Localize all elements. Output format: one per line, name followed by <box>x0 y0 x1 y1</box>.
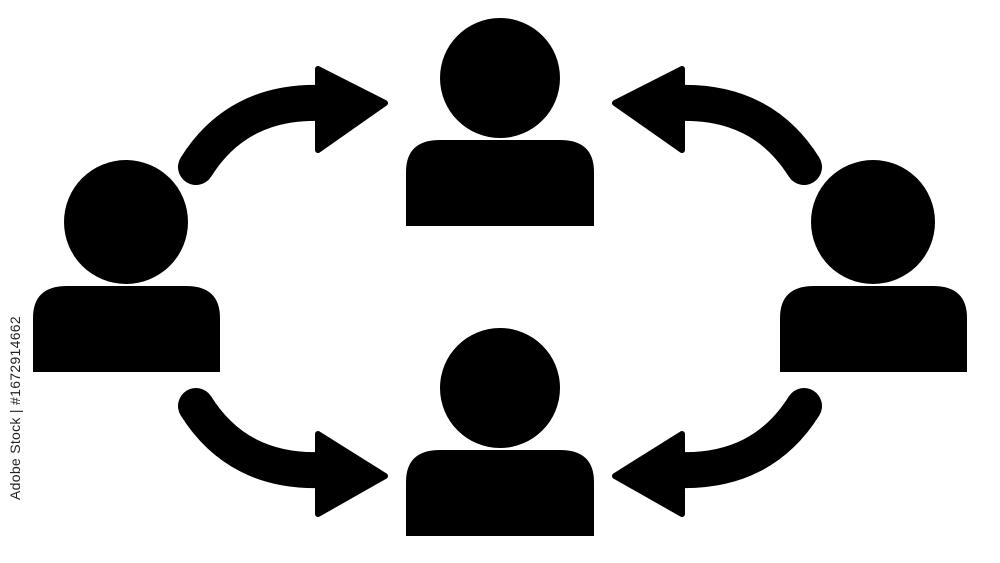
person-right-icon <box>780 160 967 372</box>
curved-arrow-left-to-top-icon <box>178 66 388 185</box>
curved-arrow-left-to-bottom-icon <box>178 388 388 517</box>
curved-arrow-right-to-top-icon <box>612 66 822 185</box>
person-bottom-icon <box>406 328 594 536</box>
person-top-icon <box>406 18 594 226</box>
person-left-icon <box>33 160 220 372</box>
stock-id-text: Adobe Stock | #1672914662 <box>7 316 24 500</box>
curved-arrow-right-to-bottom-icon <box>612 388 822 517</box>
stock-id-watermark: Adobe Stock | #1672914662 <box>4 316 26 500</box>
